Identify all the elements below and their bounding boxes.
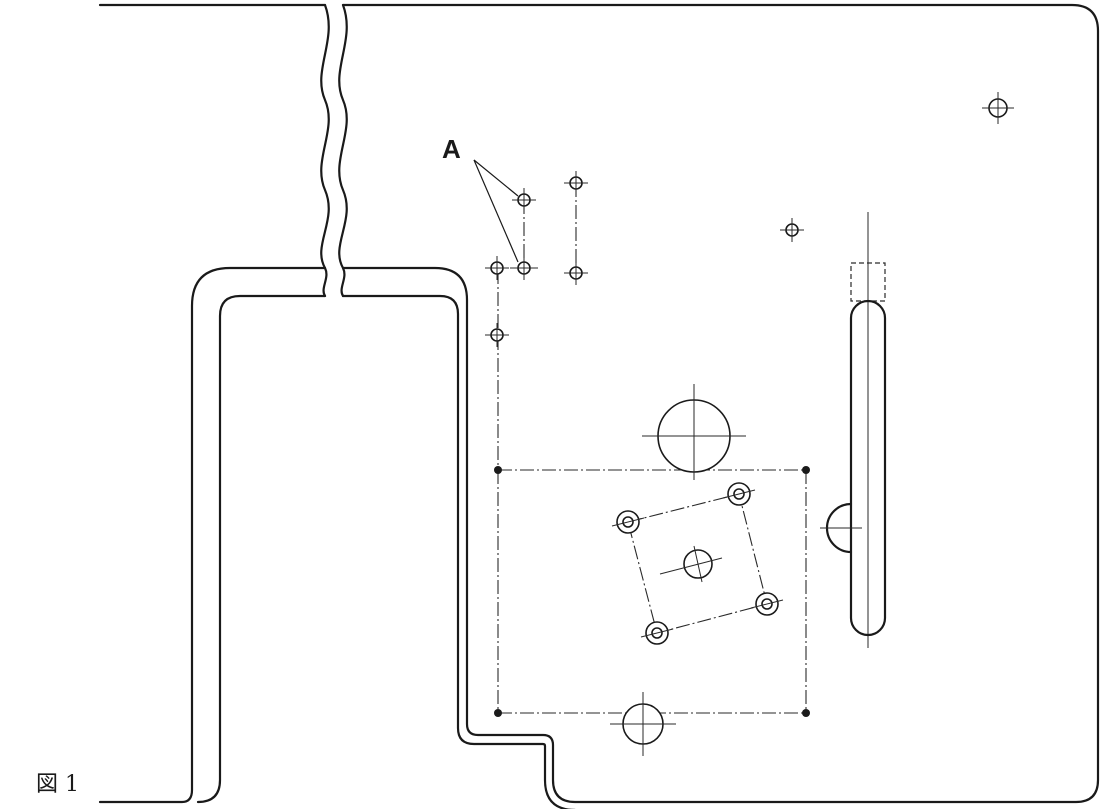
hole-a-lower (510, 256, 538, 280)
plate-inner-lip (341, 294, 576, 809)
figure-caption: 図 1 (36, 772, 79, 797)
plate-top-edge-right (341, 3, 1100, 804)
layout-frame (494, 270, 810, 717)
hole-mid-right (780, 218, 804, 242)
small-holes (485, 92, 1014, 347)
mount-hole-1 (611, 510, 645, 534)
large-hole (642, 384, 746, 480)
callout-a: A (442, 134, 519, 263)
hole-top-right (982, 92, 1014, 124)
break-line-left (320, 3, 330, 298)
bottom-hole (610, 692, 676, 756)
break-lines (320, 3, 348, 298)
mount-hole-2 (722, 482, 756, 506)
plate-outline (98, 3, 1100, 809)
rotated-mount (611, 482, 784, 645)
callout-label: A (442, 134, 461, 164)
hole-left-corner (485, 256, 509, 280)
break-line-right (338, 3, 348, 298)
vertical-slot (820, 212, 887, 648)
flange-outer-left (98, 266, 327, 804)
mount-center-hole (659, 545, 723, 583)
hole-pair (564, 171, 588, 285)
mount-hole-3 (750, 592, 784, 616)
mount-hole-4 (640, 621, 674, 645)
hole-left-mid (485, 323, 509, 347)
slot-outline (849, 299, 887, 637)
flange-inner-left (196, 294, 327, 804)
